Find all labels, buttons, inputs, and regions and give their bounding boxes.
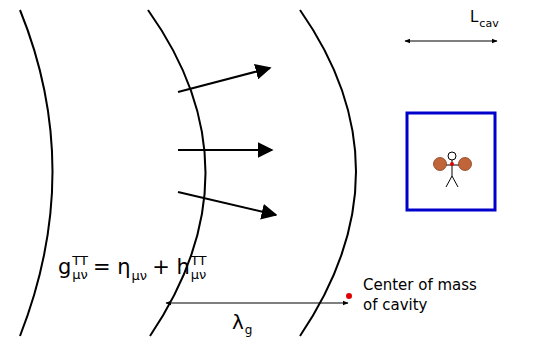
- subscript: μν: [72, 268, 88, 282]
- metric-equation: gTTμν= ημν+ hTTμν: [58, 254, 211, 281]
- subscript: cav: [479, 18, 498, 29]
- test-mass: [459, 158, 472, 171]
- wavefront: [20, 10, 53, 336]
- test-mass: [434, 158, 447, 171]
- subscript: μν: [132, 269, 148, 282]
- legend-text: Center of mass of cavity: [363, 275, 485, 316]
- equation-symbol: + h: [152, 257, 190, 278]
- subscript: μν: [191, 268, 207, 282]
- script-stack: TTμν: [72, 254, 88, 281]
- propagation-arrow: [178, 192, 276, 215]
- wavelength-dimension: [166, 302, 348, 303]
- script-stack: TTμν: [191, 254, 207, 281]
- equation-symbol: = η: [93, 257, 131, 278]
- propagation-arrow: [178, 68, 270, 92]
- length-symbol: L: [470, 10, 478, 25]
- propagation-arrow: [178, 149, 272, 151]
- cavity-box: [407, 113, 495, 210]
- superscript: TT: [72, 254, 88, 268]
- wavelength-symbol: λ: [232, 312, 244, 332]
- wavefront: [300, 10, 356, 336]
- superscript: TT: [191, 254, 207, 268]
- length-dimension: [405, 40, 497, 41]
- wavefront: [148, 10, 206, 336]
- subscript: g: [245, 324, 253, 336]
- legend-entry: Center of mass of cavity: [346, 275, 485, 316]
- center-of-mass-dot: [450, 162, 454, 166]
- equation-symbol: g: [58, 257, 71, 278]
- observer-figure: [441, 152, 464, 187]
- legend-swatch: [346, 293, 352, 299]
